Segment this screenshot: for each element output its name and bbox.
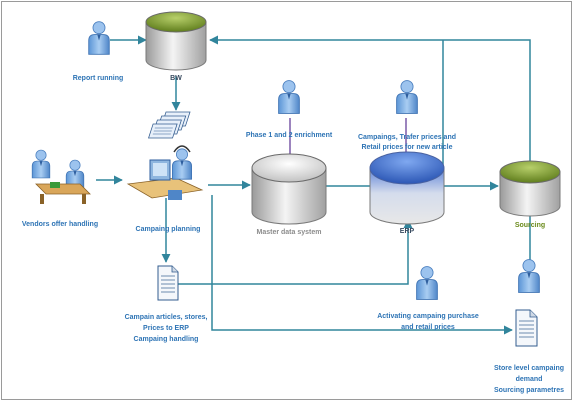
erp-database-icon: [369, 151, 445, 225]
campaings-label-line1: Campaings, Trafer prices and: [358, 134, 456, 141]
store-level-person-icon: [518, 259, 540, 293]
report-running-person-icon: [88, 21, 110, 55]
activating-label-line2: and retail prices: [401, 324, 455, 331]
meeting-icon: [31, 149, 91, 204]
master-data-database-icon: [251, 153, 327, 225]
bw-database-icon: [145, 11, 207, 71]
phase-enrichment-person-icon: [278, 80, 300, 114]
store-level-label-line1: Store level campaing: [494, 365, 564, 372]
campaign-articles-document-icon: [157, 265, 179, 301]
activating-person-icon: [416, 266, 438, 300]
store-level-label-line3: Sourcing parametres: [494, 387, 564, 394]
sourcing-label: Sourcing: [515, 222, 545, 229]
campaings-person-icon: [396, 80, 418, 114]
connectors: [96, 35, 531, 335]
phase-label: Phase 1 and 2 enrichment: [246, 132, 333, 139]
campaign-articles-label-line3: Campaing handling: [134, 336, 199, 343]
campaign-articles-label-line2: Prices to ERP: [143, 325, 189, 332]
planning-label: Campaing planning: [136, 226, 201, 233]
bw-label: BW: [170, 75, 182, 82]
workstation-icon: [126, 145, 204, 200]
documents-stack-icon: [148, 111, 191, 139]
master-label: Master data system: [257, 229, 322, 236]
store-level-document-icon: [515, 309, 538, 347]
store-level-label-line2: demand: [516, 376, 543, 383]
vendors-label: Vendors offer handling: [22, 221, 98, 228]
campaings-label-line2: Retail prices for new article: [361, 144, 452, 151]
report-running-label: Report running: [73, 75, 124, 82]
erp-label: ERP: [400, 228, 415, 235]
activating-label-line1: Activating campaing purchase: [377, 313, 479, 320]
campaign-articles-label-line1: Campain articles, stores,: [125, 314, 208, 321]
sourcing-database-icon: [499, 160, 561, 217]
